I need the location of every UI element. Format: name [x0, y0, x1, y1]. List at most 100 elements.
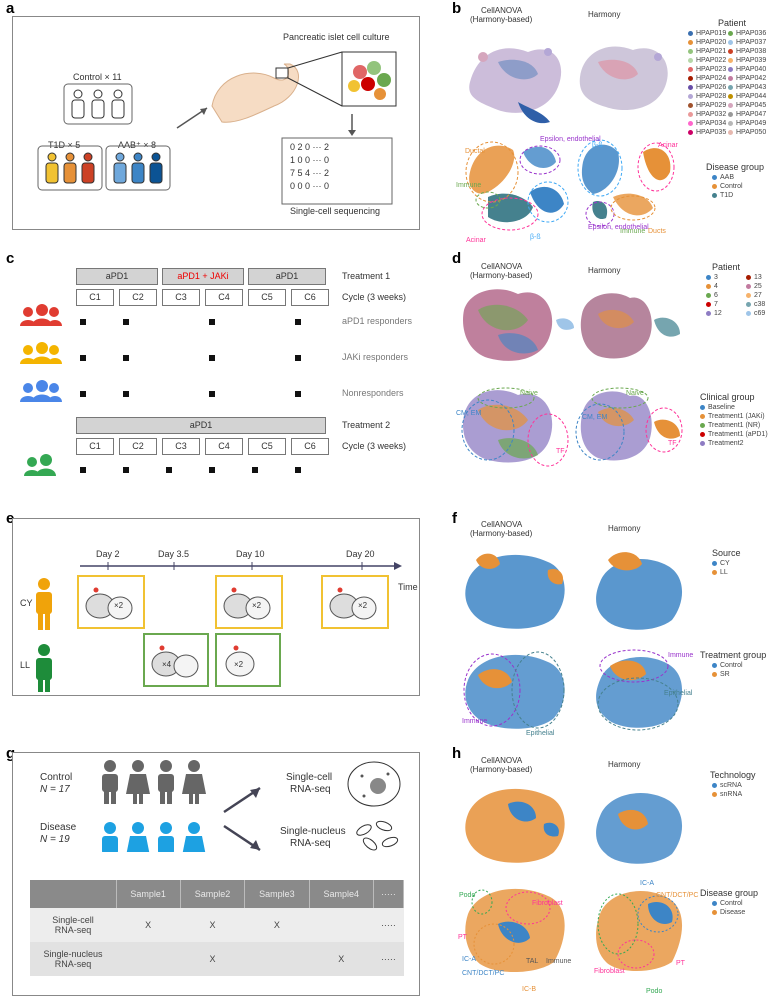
f-umap-treatment-cellanova	[463, 651, 565, 729]
e-mouse-label-1: ×2	[114, 601, 124, 610]
legend-swatch	[728, 39, 733, 45]
h-col1-title-2: (Harmony-based)	[470, 765, 533, 774]
legend-label: HPAP042	[736, 75, 767, 82]
f-col1-title-1: CellANOVA	[481, 520, 523, 529]
panel-letter-b: b	[452, 0, 462, 17]
legend-swatch	[712, 909, 717, 915]
legend-swatch	[712, 671, 717, 677]
f-umap-source-cellanova	[465, 553, 565, 629]
legend-label: HPAP024	[696, 75, 727, 82]
legend-swatch	[706, 283, 711, 289]
legend-label: Control	[720, 662, 743, 669]
dose-mark	[123, 319, 129, 325]
b-label-epsilon-left: Epsilon, endothelial	[540, 136, 601, 143]
legend-label: Control	[720, 900, 743, 907]
h-umap-disease-cellanova	[465, 888, 565, 973]
legend-item: HPAP021	[688, 48, 726, 55]
legend-label: snRNA	[720, 791, 743, 798]
legend-label: c69	[754, 310, 766, 317]
legend-swatch	[728, 30, 733, 36]
legend-swatch	[746, 274, 751, 280]
panel-letter-h: h	[452, 745, 462, 762]
legend-item: HPAP029	[688, 102, 726, 109]
legend-swatch	[728, 120, 733, 126]
red-group-icon	[20, 304, 62, 326]
legend-item: HPAP022	[688, 57, 726, 64]
b-label-immune-right: Immune	[620, 228, 646, 235]
table-cell: X	[209, 920, 216, 930]
legend-item: Control	[712, 183, 743, 190]
c-cycle-label-1: Cycle (3 weeks)	[342, 292, 407, 302]
b-umap-plots	[465, 46, 675, 231]
cycle-cell: C3	[162, 438, 200, 455]
legend-item: HPAP044	[728, 93, 766, 100]
b-umap-patient-cellanova	[469, 48, 562, 124]
legend-label: HPAP047	[736, 111, 767, 118]
a-matrix-row-4: 0 0 0 ··· 0	[290, 181, 330, 191]
h-umap-disease-harmony	[596, 891, 683, 971]
table-cell: X	[209, 954, 216, 964]
legend-item: Treatment1 (aPD1)	[700, 431, 768, 438]
green-group-icon	[24, 454, 56, 476]
legend-item: CY	[712, 560, 730, 567]
dose-mark	[209, 319, 215, 325]
legend-label: HPAP023	[696, 66, 727, 73]
legend-item: HPAP028	[688, 93, 726, 100]
d-umap-plots	[461, 289, 683, 467]
legend-label: 7	[714, 301, 718, 308]
d-col1-title-2: (Harmony-based)	[470, 271, 533, 280]
h-label-fibroblast-left: Fibroblast	[532, 900, 563, 907]
legend-item: HPAP037	[728, 39, 766, 46]
dose-mark	[123, 391, 129, 397]
a-matrix-row-2: 1 0 0 ··· 0	[290, 155, 330, 165]
legend-item: HPAP034	[688, 120, 726, 127]
legend-label: 12	[714, 310, 722, 317]
a-control-label: Control × 11	[73, 72, 122, 82]
d-umap-clinical-cellanova	[461, 387, 569, 467]
dose-mark	[123, 355, 129, 361]
legend-item: LL	[712, 569, 728, 576]
legend-swatch	[746, 283, 751, 289]
dose-mark	[166, 467, 172, 473]
d-umap-patient-cellanova	[463, 289, 574, 361]
d-col2-title: Harmony	[588, 266, 621, 275]
table-header-cell: Sample3	[244, 880, 310, 908]
legend-label: HPAP026	[696, 84, 727, 91]
h-label-podo-left: Podo	[459, 892, 476, 899]
blue-group-icon	[20, 380, 62, 402]
yellow-group-icon	[20, 342, 62, 364]
h-label-fibroblast-right: Fibroblast	[594, 968, 625, 975]
g-sc-label-2: RNA-seq	[290, 784, 331, 795]
legend-label: AAB	[720, 174, 735, 181]
legend-swatch	[700, 440, 705, 446]
legend-label: HPAP019	[696, 30, 727, 37]
legend-item: scRNA	[712, 782, 742, 789]
table-cell	[116, 942, 180, 976]
legend-item: Control	[712, 900, 743, 907]
legend-label: HPAP029	[696, 102, 727, 109]
dose-mark	[80, 467, 86, 473]
b-col2-title: Harmony	[588, 10, 621, 19]
f-umap-treatment-harmony	[596, 649, 683, 731]
h-label-pt-right: PT	[676, 960, 685, 967]
control-people-gray-icon	[102, 760, 206, 804]
cycle-cell: C6	[291, 438, 329, 455]
legend-label: c38	[754, 301, 766, 308]
c-t1-bar-3: aPD1	[248, 268, 326, 285]
legend-swatch	[706, 292, 711, 298]
legend-label: CY	[720, 560, 730, 567]
dose-mark	[209, 467, 215, 473]
legend-item: HPAP047	[728, 111, 766, 118]
legend-item: SR	[712, 671, 730, 678]
legend-swatch	[700, 413, 705, 419]
legend-swatch	[688, 102, 693, 108]
legend-item: HPAP040	[728, 66, 766, 73]
a-illustration	[37, 51, 397, 205]
b-umap-disease-harmony	[577, 139, 675, 227]
legend-swatch	[728, 129, 733, 135]
legend-swatch	[728, 102, 733, 108]
legend-label: Baseline	[708, 404, 735, 411]
a-aab-label: AAB⁺ × 8	[118, 140, 157, 150]
